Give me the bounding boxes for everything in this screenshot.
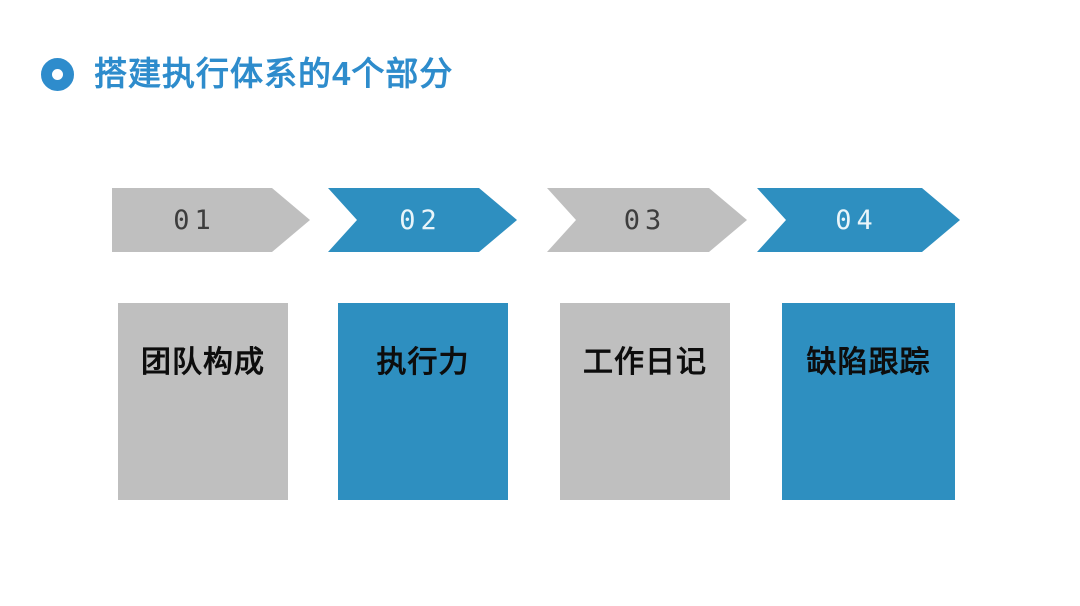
step-card-work-diary: 工作日记	[560, 303, 730, 500]
step-number-01: 01	[173, 204, 216, 236]
step-card-label: 团队构成	[141, 346, 265, 379]
ring-bullet-icon	[41, 58, 74, 91]
step-arrow-01: 01	[112, 188, 310, 252]
step-card-execution: 执行力	[338, 303, 508, 500]
step-card-label: 工作日记	[583, 346, 707, 379]
step-arrow-02: 02	[328, 188, 517, 252]
step-card-team-composition: 团队构成	[118, 303, 288, 500]
slide-header: 搭建执行体系的4个部分	[0, 0, 1080, 120]
step-arrow-03: 03	[547, 188, 747, 252]
step-card-label: 缺陷跟踪	[806, 346, 931, 379]
step-number-04: 04	[835, 204, 878, 236]
slide-title: 搭建执行体系的4个部分	[94, 55, 454, 92]
step-number-02: 02	[399, 204, 442, 236]
step-card-label: 执行力	[376, 346, 470, 379]
step-arrow-04: 04	[757, 188, 960, 252]
step-number-03: 03	[623, 204, 667, 236]
step-card-defect-tracking: 缺陷跟踪	[782, 303, 955, 500]
